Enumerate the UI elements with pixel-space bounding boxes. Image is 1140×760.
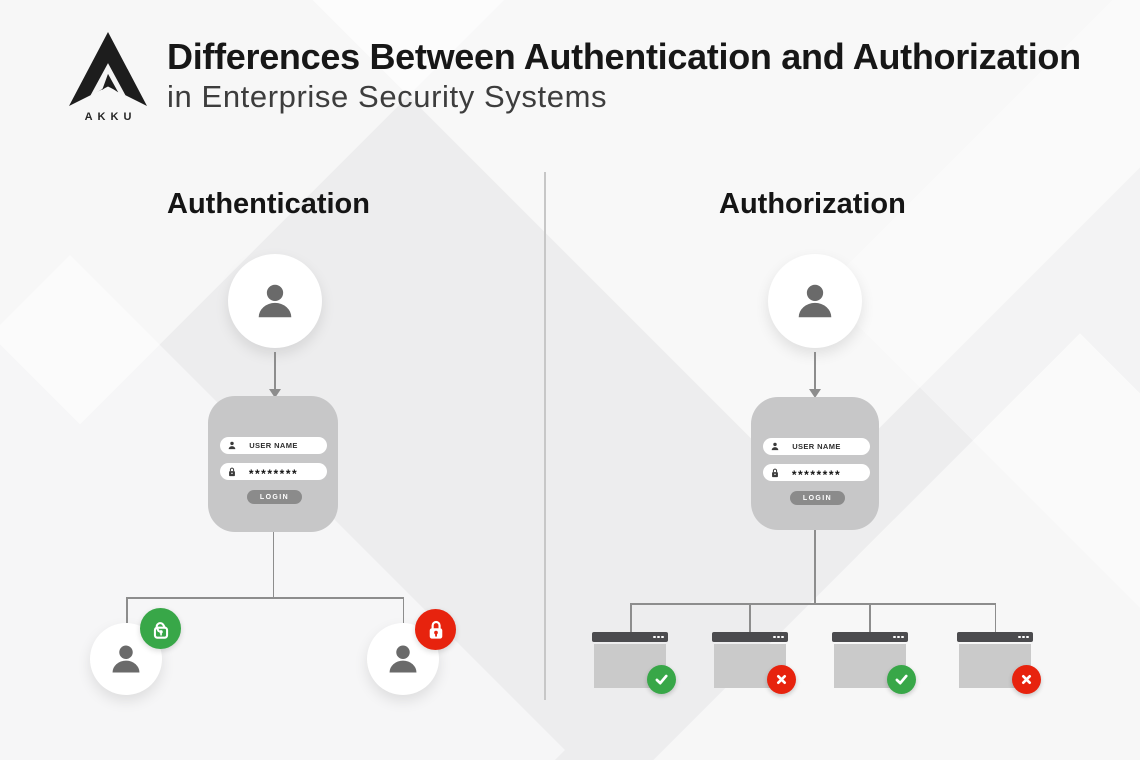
window-titlebar <box>712 632 788 642</box>
check-icon <box>887 665 916 694</box>
connector-line <box>272 532 275 597</box>
person-icon <box>112 645 140 673</box>
connector-line <box>126 597 128 623</box>
window-dots-icon <box>773 635 784 639</box>
resource-window-denied <box>712 632 796 694</box>
connector-line <box>402 597 405 623</box>
connector-line <box>749 603 751 632</box>
user-field-icon <box>228 441 236 450</box>
window-titlebar <box>957 632 1033 642</box>
connector-line <box>630 603 996 605</box>
arrow-line <box>814 352 816 389</box>
page-subtitle: in Enterprise Security Systems <box>167 79 608 114</box>
resource-window-allowed <box>832 632 916 694</box>
authorization-user-avatar <box>768 254 862 348</box>
check-icon <box>647 665 676 694</box>
connector-line <box>994 603 997 632</box>
person-icon <box>258 284 292 318</box>
cross-icon <box>1012 665 1041 694</box>
unlocked-padlock-icon <box>140 608 181 649</box>
authentication-heading: Authentication <box>167 188 370 220</box>
lock-field-icon <box>772 468 778 478</box>
authentication-user-avatar <box>228 254 322 348</box>
window-dots-icon <box>653 635 664 639</box>
window-dots-icon <box>1018 635 1029 639</box>
arrow-line <box>274 352 276 389</box>
locked-padlock-icon <box>415 609 456 650</box>
akku-logo-icon <box>69 31 147 107</box>
login-button-label: LOGIN <box>259 493 290 501</box>
connector-line <box>814 530 816 603</box>
authentication-login-card: USER NAME ******** LOGIN <box>208 396 338 532</box>
password-mask: ******** <box>791 468 842 482</box>
user-field-icon <box>771 442 779 451</box>
resource-window-allowed <box>592 632 676 694</box>
resource-window-denied <box>957 632 1041 694</box>
username-value: USER NAME <box>792 442 841 451</box>
background-chevron <box>822 0 1140 658</box>
password-field: ******** <box>763 464 870 482</box>
username-field: USER NAME <box>763 438 870 455</box>
login-button: LOGIN <box>790 491 845 505</box>
arrow-down-icon <box>809 389 821 398</box>
login-button-label: LOGIN <box>802 494 833 502</box>
column-divider <box>544 172 546 700</box>
authorization-heading: Authorization <box>719 188 906 220</box>
connector-line <box>630 603 632 632</box>
username-value: USER NAME <box>249 441 298 450</box>
window-dots-icon <box>893 635 904 639</box>
connector-line <box>126 597 404 599</box>
window-titlebar <box>832 632 908 642</box>
connector-line <box>869 603 871 632</box>
password-field: ******** <box>220 463 327 481</box>
password-mask: ******** <box>248 467 299 481</box>
cross-icon <box>767 665 796 694</box>
akku-logo-text: AKKU <box>84 111 137 123</box>
akku-logo: AKKU <box>62 30 154 123</box>
person-icon <box>389 645 417 673</box>
page-title: Differences Between Authentication and A… <box>167 36 1081 77</box>
login-button: LOGIN <box>247 490 302 504</box>
window-titlebar <box>592 632 668 642</box>
username-field: USER NAME <box>220 437 327 454</box>
authorization-login-card: USER NAME ******** LOGIN <box>751 397 879 530</box>
arrow-down-icon <box>269 389 281 398</box>
person-icon <box>798 284 832 318</box>
lock-field-icon <box>229 467 235 477</box>
background-chevron <box>613 333 1140 760</box>
